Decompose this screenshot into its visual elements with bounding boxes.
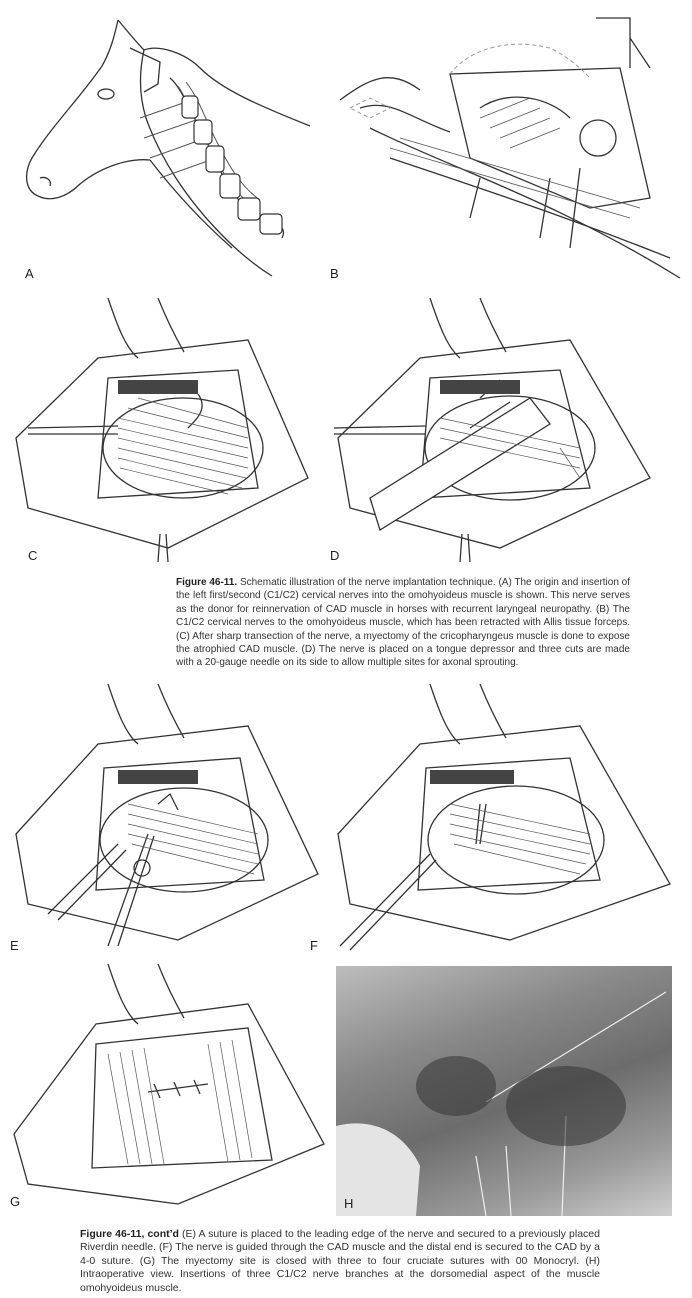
caption-2-text: (E) A suture is placed to the leading ed… <box>80 1228 600 1294</box>
panel-label-f: F <box>310 938 318 953</box>
panel-label-c: C <box>28 548 38 563</box>
surgical-field-drawing-e <box>15 684 319 947</box>
panel-label-b: B <box>330 266 339 281</box>
panel-label-h: H <box>344 1196 354 1211</box>
panel-h-intraoperative-photo <box>336 966 672 1216</box>
panel-e-illustration: E <box>8 684 330 954</box>
neck-dissection-drawing <box>339 17 681 279</box>
panel-label-a: A <box>25 266 34 281</box>
caption-2-title: Figure 46-11, cont’d <box>80 1228 179 1240</box>
surgical-field-drawing-f <box>337 684 671 951</box>
panel-b-illustration: B <box>330 8 684 284</box>
surgical-field-drawing-g <box>13 964 325 1205</box>
horse-head-drawing <box>26 19 311 277</box>
panel-label-g: G <box>10 1194 21 1209</box>
panel-d-illustration: D <box>330 298 684 566</box>
panel-c-illustration: C <box>8 298 328 566</box>
surgical-field-drawing-d <box>333 298 651 563</box>
surgical-field-drawing-c <box>15 298 309 563</box>
intraoperative-photo-drawing <box>336 991 667 1216</box>
caption-1-text: Schematic illustration of the nerve impl… <box>176 577 631 669</box>
panel-label-e: E <box>10 938 19 953</box>
figure-caption-2: Figure 46-11, cont’d (E) A suture is pla… <box>80 1228 600 1295</box>
panel-f-illustration: F <box>310 684 684 954</box>
panel-g-illustration: G <box>8 964 330 1212</box>
panel-a-illustration: A <box>10 8 330 281</box>
figure-caption-1: Figure 46-11. Schematic illustration of … <box>176 576 630 670</box>
panel-label-d: D <box>330 548 340 563</box>
caption-1-title: Figure 46-11. <box>176 577 238 588</box>
